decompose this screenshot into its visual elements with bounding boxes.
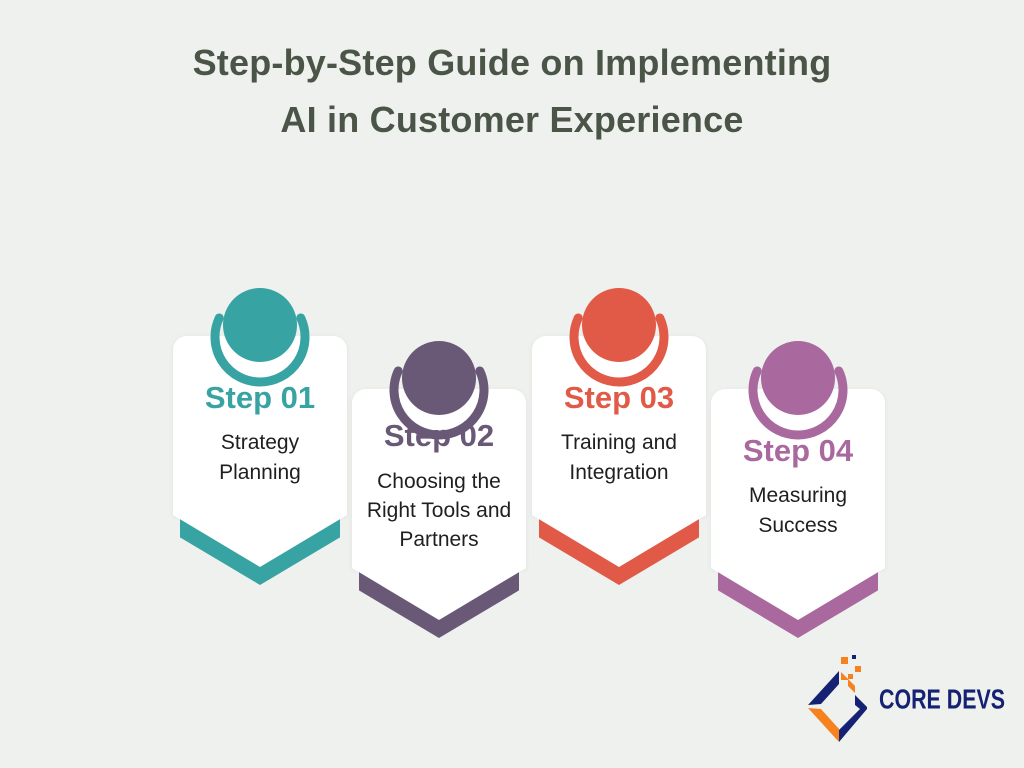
- step-panel: Step 03 Training and Integration: [532, 336, 706, 516]
- step-card-1: Step 01 Strategy Planning: [173, 285, 347, 590]
- step-card-2: Step 02 Choosing the Right Tools and Par…: [352, 338, 526, 643]
- step-description: Choosing the Right Tools and Partners: [366, 469, 512, 552]
- logo-text: CORE DEVS: [879, 682, 1006, 715]
- step-badge-icon: [748, 341, 848, 440]
- step-badge-icon: [210, 288, 310, 387]
- step-card-3: Step 03 Training and Integration: [532, 285, 706, 590]
- step-panel: Step 04 Measuring Success: [711, 389, 885, 569]
- step-description: Strategy Planning: [219, 431, 301, 484]
- step-badge-icon: [569, 288, 669, 387]
- step-card-4: Step 04 Measuring Success: [711, 338, 885, 643]
- step-description: Measuring Success: [748, 484, 848, 537]
- step-panel: Step 01 Strategy Planning: [173, 336, 347, 516]
- step-badge-icon: [389, 341, 489, 440]
- logo: CORE DEVS: [805, 655, 1014, 743]
- page-title: Step-by-Step Guide on Implementing AI in…: [192, 42, 832, 140]
- step-description: Training and Integration: [561, 431, 677, 484]
- core-devs-logo-icon: [808, 655, 867, 742]
